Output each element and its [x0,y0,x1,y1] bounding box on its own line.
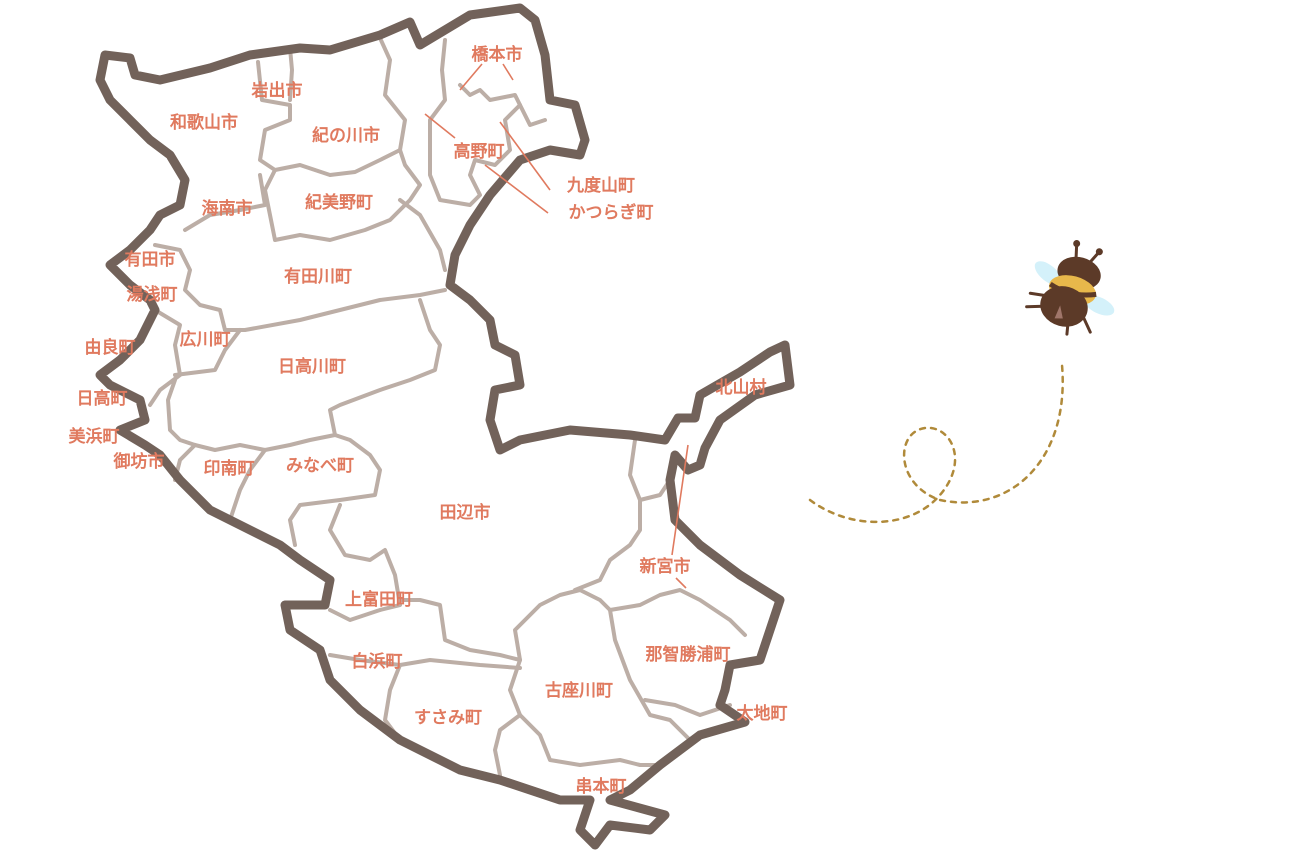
label-inami[interactable]: 印南町 [203,459,255,480]
label-susami[interactable]: すさみ町 [414,708,482,729]
label-koya[interactable]: 高野町 [453,142,505,163]
label-iwade[interactable]: 岩出市 [251,81,303,102]
label-kainan[interactable]: 海南市 [201,199,253,220]
label-hirogawa[interactable]: 広川町 [179,330,231,351]
label-aridagawa[interactable]: 有田川町 [284,267,352,288]
label-katsuragi[interactable]: かつらぎ町 [568,203,654,224]
bee-icon [1025,240,1115,336]
label-hidaka[interactable]: 日高町 [76,389,128,410]
prefecture-outline [95,3,795,850]
label-kitayama[interactable]: 北山村 [715,378,767,399]
label-kamitonda[interactable]: 上富田町 [345,590,413,611]
label-kimino[interactable]: 紀美野町 [305,193,373,214]
label-kozagawa[interactable]: 古座川町 [545,681,613,702]
label-yura[interactable]: 由良町 [84,338,136,359]
label-shingu[interactable]: 新宮市 [639,557,691,578]
label-wakayama[interactable]: 和歌山市 [170,113,238,134]
label-hidakagawa[interactable]: 日高川町 [278,357,346,378]
label-kudoyama[interactable]: 九度山町 [567,176,635,197]
leader-lines [424,63,689,589]
label-nachikatsuura[interactable]: 那智勝浦町 [645,645,731,666]
label-kushimoto[interactable]: 串本町 [575,777,627,798]
label-mihama[interactable]: 美浜町 [68,427,120,448]
label-yuasa[interactable]: 湯浅町 [126,285,178,306]
label-hashimoto[interactable]: 橋本市 [471,45,523,66]
label-shirahama[interactable]: 白浜町 [351,652,403,673]
label-tanabe[interactable]: 田辺市 [439,503,491,524]
bee-flight-trail [808,363,1064,524]
label-kinokawa[interactable]: 紀の川市 [312,126,380,147]
label-taiji[interactable]: 太地町 [736,704,788,725]
label-gobo[interactable]: 御坊市 [113,452,165,473]
label-arida[interactable]: 有田市 [124,250,176,271]
label-minabe[interactable]: みなべ町 [286,456,354,477]
